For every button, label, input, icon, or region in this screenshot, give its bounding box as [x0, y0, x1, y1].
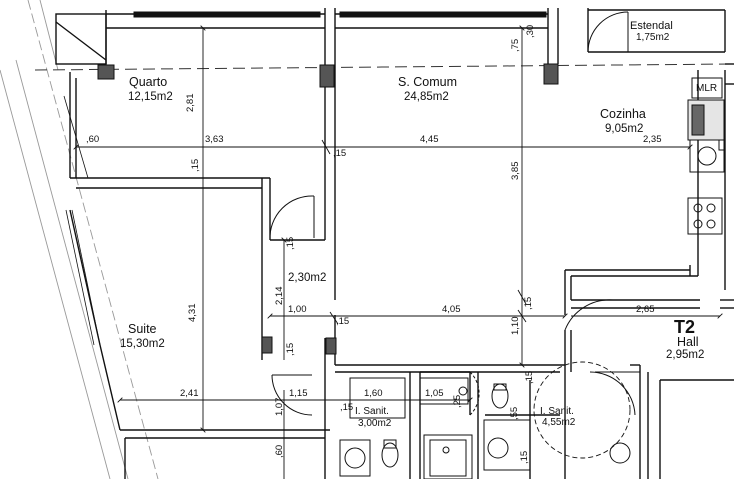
- room-cozinha-area: 9,05m2: [605, 123, 643, 135]
- room-hall-name: Hall: [677, 335, 699, 349]
- room-circ-area: 2,30m2: [288, 272, 326, 284]
- dim-75: ,75: [510, 39, 521, 52]
- room-quarto-area: 12,15m2: [128, 91, 173, 103]
- dim-431: 4,31: [187, 304, 198, 323]
- dim-214: 2,14: [274, 287, 285, 306]
- room-isan1-area: 3,00m2: [358, 418, 392, 429]
- dim-15b: ,15: [190, 159, 201, 172]
- dimension-labels: ,60 3,63 4,45 2,35 ,15 4,31 2,81 ,15 ,75…: [86, 25, 662, 464]
- dim-15c: ,15: [285, 237, 296, 250]
- windows-left: [63, 95, 101, 346]
- room-comum-area: 24,85m2: [404, 91, 449, 103]
- kitchen-fixtures: [687, 77, 725, 235]
- dim-405: 4,05: [442, 304, 461, 315]
- room-quarto-name: Quarto: [129, 75, 167, 89]
- doors: [269, 11, 640, 416]
- dim-241: 2,41: [180, 388, 199, 399]
- dim-265: 2,65: [636, 304, 655, 315]
- dim-60-top: ,60: [86, 134, 99, 145]
- dim-160: 1,60: [364, 388, 383, 399]
- dim-105: 1,05: [425, 388, 444, 399]
- dim-15h: ,15: [524, 371, 535, 384]
- dim-385: 3,85: [510, 162, 521, 181]
- reference-line: [34, 63, 734, 71]
- room-comum-name: S. Comum: [398, 75, 457, 89]
- appliance-label: MLR: [696, 83, 717, 94]
- dim-30: ,30: [525, 25, 536, 38]
- room-suite-name: Suite: [128, 322, 157, 336]
- dim-60-bot: ,60: [274, 445, 285, 458]
- room-estendal-name: Estendal: [630, 20, 673, 32]
- bathroom-fixtures: [339, 377, 631, 479]
- room-labels: Quarto 12,15m2 S. Comum 24,85m2 Cozinha …: [120, 20, 717, 429]
- dimension-lines: [76, 28, 720, 479]
- dim-100: 1,00: [288, 304, 307, 315]
- dim-15e: ,15: [523, 297, 534, 310]
- dim-15g: ,15: [340, 402, 353, 413]
- turning-circle: [533, 361, 631, 459]
- dim-15f: ,15: [285, 343, 296, 356]
- dim-15d: ,15: [336, 316, 349, 327]
- dim-115: 1,15: [289, 388, 308, 399]
- dim-445: 4,45: [420, 134, 439, 145]
- typology-label: T2: [674, 317, 695, 337]
- room-isan2-name: I. Sanit.: [540, 406, 574, 417]
- dim-15a: ,15: [333, 148, 346, 159]
- room-cozinha-name: Cozinha: [600, 107, 646, 121]
- room-isan1-name: I. Sanit.: [355, 406, 389, 417]
- room-isan2-area: 4,55m2: [542, 417, 576, 428]
- dim-235: 2,35: [643, 134, 662, 145]
- room-suite-area: 15,30m2: [120, 338, 165, 350]
- dim-107: 1,07: [274, 398, 285, 417]
- dim-110: 1,10: [510, 317, 521, 336]
- room-hall-area: 2,95m2: [666, 349, 704, 361]
- room-estendal-area: 1,75m2: [636, 32, 670, 43]
- dim-25: ,25: [452, 395, 463, 408]
- dim-55: ,55: [509, 407, 520, 420]
- dim-363: 3,63: [205, 134, 224, 145]
- site-boundary: [0, 0, 159, 479]
- dim-15i: ,15: [519, 451, 530, 464]
- dim-281: 2,81: [185, 94, 196, 113]
- columns: [97, 11, 559, 355]
